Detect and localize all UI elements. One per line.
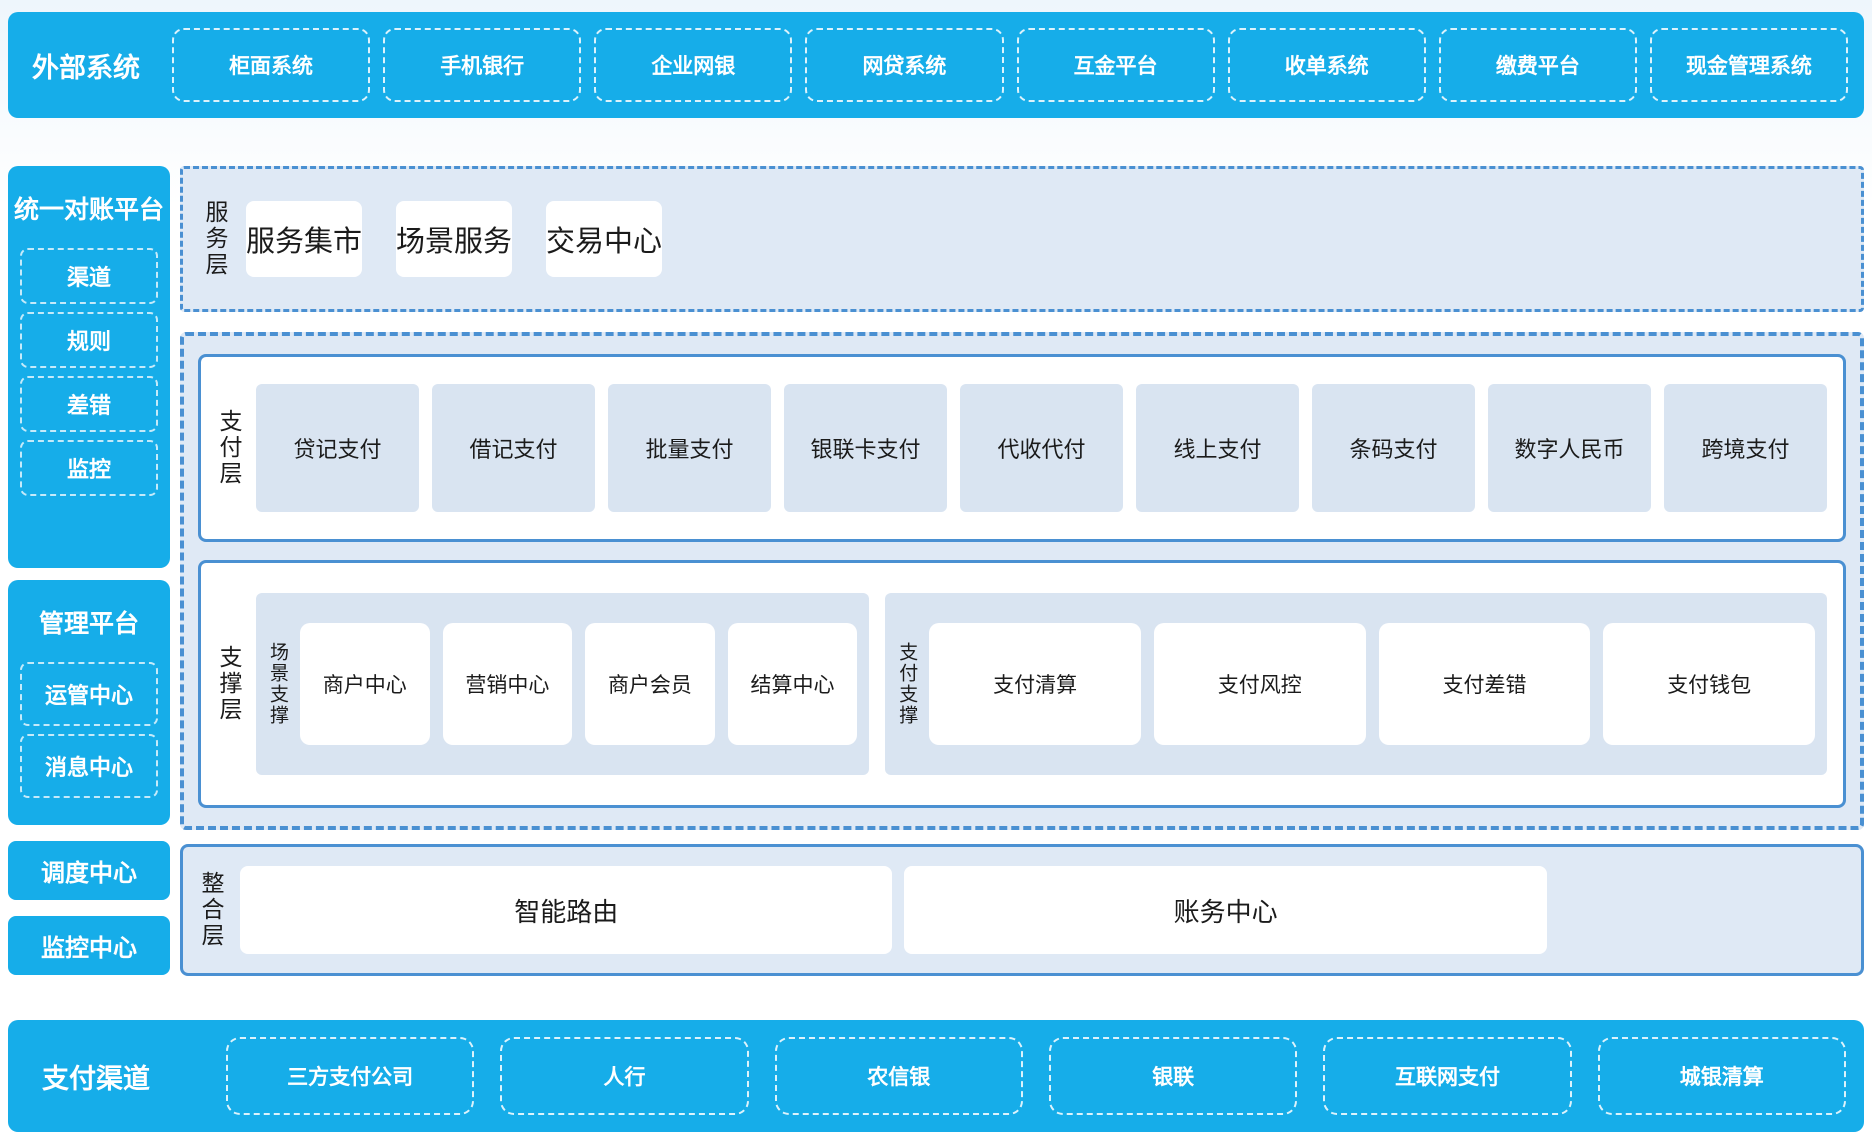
scene-support-item: 营销中心 (442, 623, 573, 745)
support-layer-groups: 场景支撑 商户中心 营销中心 商户会员 结算中心 (256, 593, 1827, 775)
payment-layer-item: 线上支付 (1136, 384, 1299, 512)
reconciliation-platform-title: 统一对账平台 (13, 196, 164, 224)
service-layer-label: 服务层 (202, 200, 228, 278)
management-platform-title: 管理平台 (38, 610, 139, 638)
external-systems-title: 外部系统 (32, 52, 140, 83)
payment-layer-item: 银联卡支付 (784, 384, 947, 512)
management-items: 运管中心 消息中心 (8, 654, 170, 806)
service-layer-container: 服务层 服务集市 场景服务 交易中心 (180, 166, 1864, 312)
external-system-item: 手机银行 (383, 28, 582, 102)
management-item: 消息中心 (20, 734, 158, 798)
payment-layer-item: 借记支付 (432, 384, 595, 512)
support-layer-label: 支撑层 (216, 645, 242, 723)
scene-support-item: 商户中心 (300, 623, 430, 745)
scene-support-item: 结算中心 (727, 623, 858, 745)
core-layers-container: 支付层 贷记支付 借记支付 批量支付 银联卡支付 代收代付 线上支付 (180, 332, 1864, 830)
payment-channel-item: 三方支付公司 (226, 1037, 475, 1115)
scene-support-group: 场景支撑 商户中心 营销中心 商户会员 结算中心 (256, 593, 870, 775)
scene-support-item: 商户会员 (585, 623, 715, 745)
payment-support-item: 支付风控 (1153, 623, 1366, 745)
support-layer-panel: 支撑层 场景支撑 商户中心 营销中心 商户会员 (198, 560, 1846, 808)
service-layer-item: 场景服务 (396, 201, 513, 277)
payment-channels-items: 三方支付公司 人行 农信银 银联 互联网支付 城银清算 (226, 1037, 1846, 1115)
external-system-item: 缴费平台 (1438, 28, 1637, 102)
integration-item-accounting-center: 账务中心 (904, 866, 1547, 954)
payment-channel-item: 互联网支付 (1323, 1037, 1572, 1115)
integration-layer-items: 智能路由 账务中心 (240, 866, 1845, 954)
diagram-body: 统一对账平台 渠道 规则 差错 监控 管理平台 运管中心 消息中心 (8, 166, 1864, 980)
integration-layer-label: 整合层 (198, 871, 224, 949)
integration-layer-panel: 整合层 智能路由 账务中心 (180, 844, 1864, 976)
payment-support-group: 支付支撑 支付清算 支付风控 支付差错 支付钱包 (885, 593, 1827, 775)
external-system-item: 企业网银 (594, 28, 793, 102)
payment-support-item: 支付清算 (929, 623, 1141, 745)
scene-support-items: 商户中心 营销中心 商户会员 结算中心 (300, 623, 858, 745)
reconciliation-item: 渠道 (20, 248, 158, 304)
external-system-item: 柜面系统 (172, 28, 371, 102)
payment-channel-item: 人行 (500, 1037, 749, 1115)
external-system-item: 现金管理系统 (1649, 28, 1848, 102)
payment-layer-item: 数字人民币 (1488, 384, 1651, 512)
reconciliation-item: 规则 (20, 312, 158, 368)
management-platform-panel: 管理平台 运管中心 消息中心 (8, 580, 170, 825)
external-systems-items: 柜面系统 手机银行 企业网银 网贷系统 互金平台 收单系统 缴费平台 现金管理系… (172, 28, 1848, 102)
payment-channels-bar: 支付渠道 三方支付公司 人行 农信银 银联 互联网支付 城银清算 (8, 1020, 1864, 1132)
reconciliation-platform-panel: 统一对账平台 渠道 规则 差错 监控 (8, 166, 170, 568)
external-system-item: 互金平台 (1016, 28, 1215, 102)
payment-support-label: 支付支撑 (896, 642, 918, 726)
payment-support-items: 支付清算 支付风控 支付差错 支付钱包 (929, 623, 1816, 745)
external-system-item: 收单系统 (1227, 28, 1426, 102)
payment-layer-panel: 支付层 贷记支付 借记支付 批量支付 银联卡支付 代收代付 线上支付 (198, 354, 1846, 542)
payment-layer-item: 代收代付 (960, 384, 1123, 512)
reconciliation-item: 监控 (20, 440, 158, 496)
payment-layer-items: 贷记支付 借记支付 批量支付 银联卡支付 代收代付 线上支付 条码支付 数字人 (256, 384, 1827, 512)
service-layer-items: 服务集市 场景服务 交易中心 (246, 201, 663, 277)
scene-support-label: 场景支撑 (267, 642, 288, 726)
scheduling-center-box: 调度中心 (8, 841, 170, 900)
payment-channels-title: 支付渠道 (42, 1063, 150, 1094)
payment-support-item: 支付钱包 (1603, 623, 1816, 745)
reconciliation-item: 差错 (20, 376, 158, 432)
main-column: 服务层 服务集市 场景服务 交易中心 支付层 贷记支付 (180, 166, 1864, 980)
payment-channel-item: 银联 (1048, 1037, 1298, 1115)
management-item: 运管中心 (20, 662, 158, 726)
integration-item-smart-routing: 智能路由 (240, 866, 893, 954)
payment-layer-item: 跨境支付 (1664, 384, 1827, 512)
external-system-item: 网贷系统 (805, 28, 1004, 102)
external-systems-bar: 外部系统 柜面系统 手机银行 企业网银 网贷系统 互金平台 收单系统 缴费平台 … (8, 12, 1864, 118)
payment-layer-label: 支付层 (216, 409, 242, 487)
service-layer-item: 服务集市 (246, 201, 363, 277)
payment-channel-item: 农信银 (774, 1037, 1023, 1115)
reconciliation-items: 渠道 规则 差错 监控 (8, 240, 170, 504)
payment-layer-item: 贷记支付 (256, 384, 419, 512)
left-sidebar: 统一对账平台 渠道 规则 差错 监控 管理平台 运管中心 消息中心 (8, 166, 170, 980)
monitoring-center-box: 监控中心 (8, 916, 170, 975)
payment-channel-item: 城银清算 (1597, 1037, 1846, 1115)
payment-support-item: 支付差错 (1378, 623, 1591, 745)
payment-layer-item: 条码支付 (1312, 384, 1475, 512)
service-layer-item: 交易中心 (546, 201, 663, 277)
payment-layer-item: 批量支付 (608, 384, 771, 512)
